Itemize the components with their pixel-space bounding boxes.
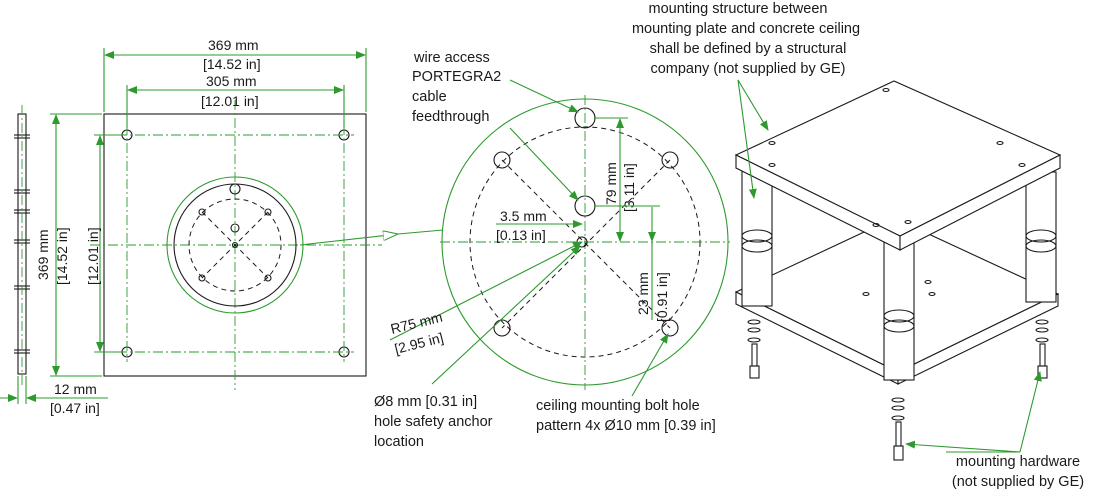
offset-23-mm-label: 23 mm	[635, 272, 651, 315]
structure-note-4: company (not supplied by GE)	[650, 61, 845, 77]
offset-79-mm-label: 79 mm	[603, 162, 619, 205]
offset-79-in-label: [3.11 in]	[621, 163, 637, 212]
detail-view: 79 mm [3.11 in] 3.5 mm [0.13 in] 23 mm […	[389, 79, 730, 397]
anchor-label-2: hole safety anchor	[374, 414, 493, 430]
width-dimension: 369 mm [14.52 in]	[103, 37, 367, 112]
front-plate-view	[90, 100, 444, 390]
spacing-in-label: [12.01 in]	[201, 93, 259, 109]
bolt-pattern-label-2: pattern 4x Ø10 mm [0.39 in]	[536, 418, 716, 434]
hole-spacing-dimension: 305 mm [12.01 in]	[126, 73, 345, 128]
height-dimension: 369 mm [14.52 in] [12.01 in]	[35, 113, 120, 377]
hardware-note-1: mounting hardware	[956, 454, 1080, 470]
offset-3-5-in-label: [0.13 in]	[496, 227, 546, 243]
wire-access-label-4: feedthrough	[412, 109, 489, 125]
wire-access-label-3: cable	[412, 89, 447, 105]
structure-note-1: mounting structure between	[649, 1, 828, 17]
structure-note-2: mounting plate and concrete ceiling	[632, 21, 860, 37]
wire-access-label-1: wire access	[413, 50, 490, 66]
spacing-mm-label: 305 mm	[206, 73, 257, 89]
side-view-plate	[14, 105, 30, 385]
bolt-pattern-label-1: ceiling mounting bolt hole	[536, 398, 700, 414]
height-mm-label: 369 mm	[35, 229, 51, 280]
height-in-label: [14.52 in]	[54, 227, 70, 285]
offset-23-in-label: [0.91 in]	[654, 272, 670, 322]
width-mm-label: 369 mm	[208, 37, 259, 53]
thickness-dimension: 12 mm [0.47 in]	[0, 376, 108, 416]
thickness-mm-label: 12 mm	[54, 381, 97, 397]
anchor-label-1: Ø8 mm [0.31 in]	[374, 394, 477, 410]
isometric-structure	[734, 79, 1062, 461]
offset-3-5-mm-label: 3.5 mm	[500, 208, 547, 224]
hardware-note-2: (not supplied by GE)	[952, 474, 1084, 490]
width-in-label: [14.52 in]	[203, 56, 261, 72]
wire-access-label-2: PORTEGRA2	[412, 69, 501, 85]
anchor-label-3: location	[374, 434, 424, 450]
structure-note-3: shall be defined by a structural	[650, 41, 847, 57]
height-spacing-in-label: [12.01 in]	[85, 227, 101, 285]
thickness-in-label: [0.47 in]	[50, 400, 100, 416]
